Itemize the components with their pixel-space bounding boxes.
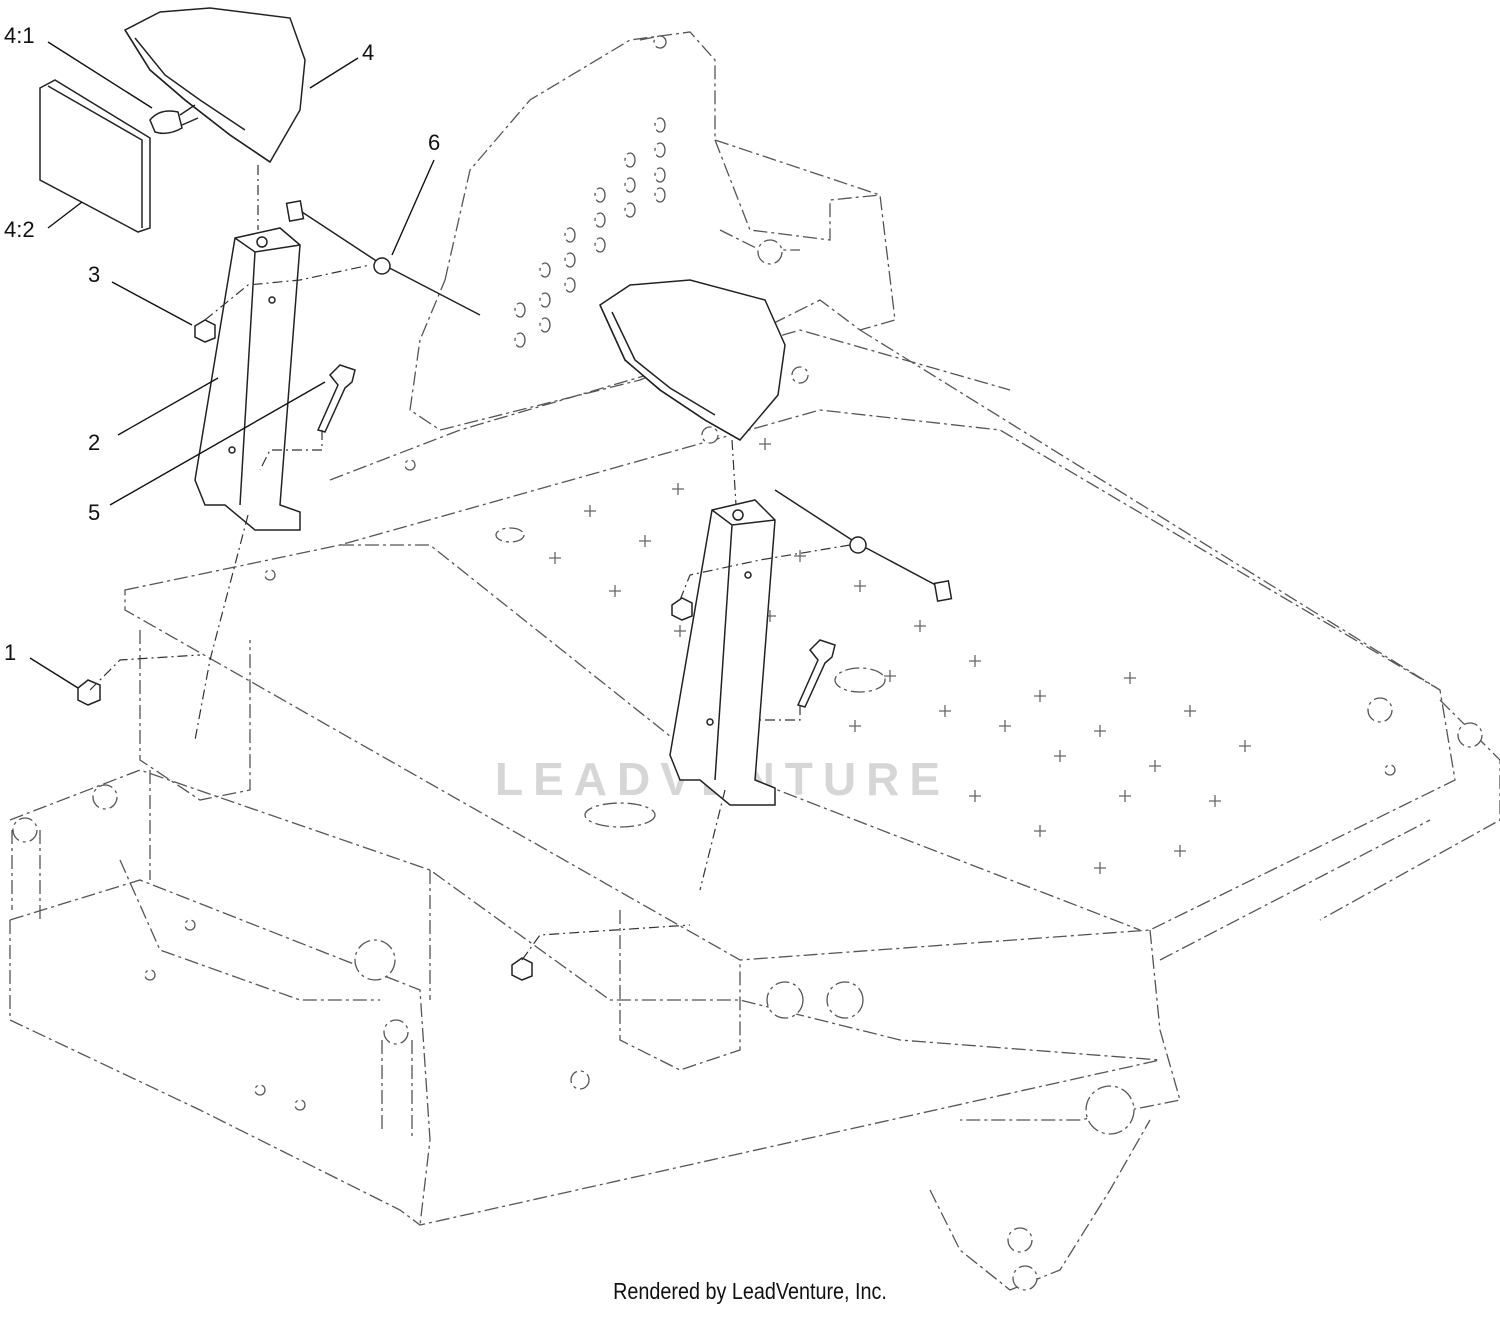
render-credit: Rendered by LeadVenture, Inc. [613, 1278, 887, 1304]
callout-2: 2 [88, 430, 100, 455]
callouts: 4:1 4 6 4:2 3 2 5 1 [4, 23, 440, 689]
callout-4-1: 4:1 [4, 23, 35, 48]
frame-holes [12, 35, 1483, 1291]
callout-6: 6 [428, 130, 440, 155]
callout-4: 4 [362, 40, 374, 65]
deck-plate-marks [549, 438, 1251, 874]
callout-1: 1 [4, 640, 16, 665]
callout-3: 3 [88, 262, 100, 287]
left-light-assembly [39, 7, 481, 531]
right-light-assembly [511, 279, 953, 981]
centerlines [89, 165, 851, 961]
callout-5: 5 [88, 500, 100, 525]
seat-perforations [514, 117, 666, 348]
mower-frame [9, 31, 1500, 1291]
callout-4-2: 4:2 [4, 217, 35, 242]
